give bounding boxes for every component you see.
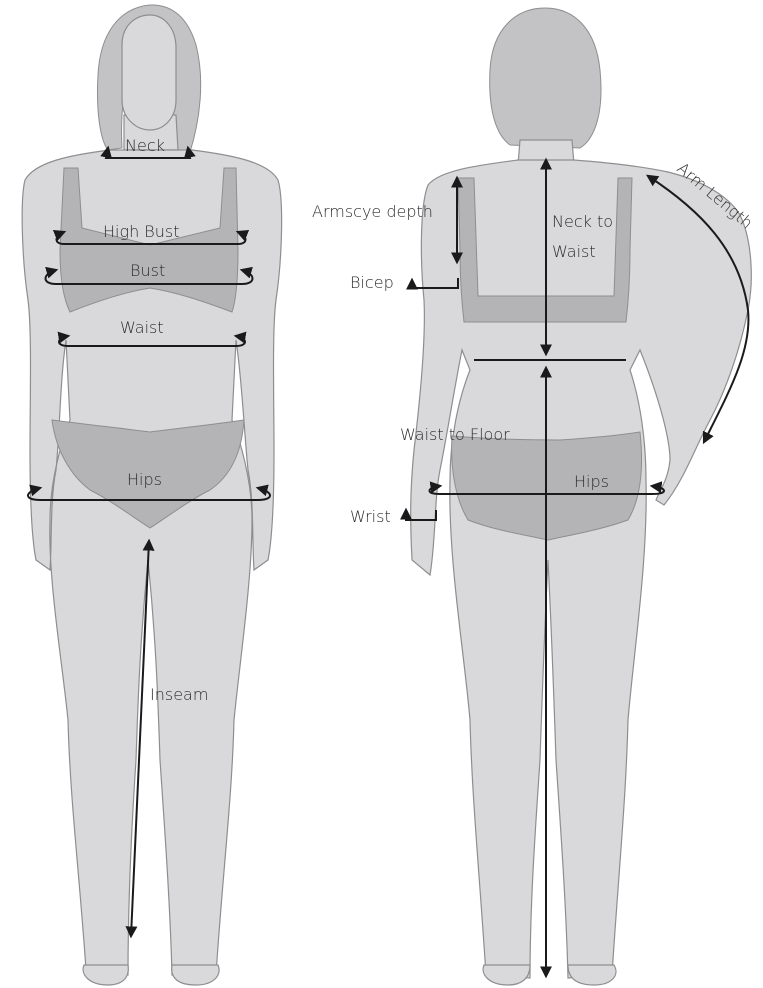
label-neck-to-waist-1: Neck to xyxy=(552,212,613,231)
front-left-foot xyxy=(83,965,128,985)
back-right-foot xyxy=(568,965,616,985)
front-right-foot xyxy=(172,965,219,985)
label-wrist: Wrist xyxy=(350,507,391,526)
label-hips-front: Hips xyxy=(127,470,162,489)
label-waist-to-floor: Waist to Floor xyxy=(400,425,510,444)
label-neck-to-waist-2: Waist xyxy=(552,242,596,261)
back-hair xyxy=(490,8,601,148)
label-high-bust: High Bust xyxy=(103,222,180,241)
label-neck: Neck xyxy=(125,136,165,155)
label-hips-back: Hips xyxy=(574,472,609,491)
label-bicep: Bicep xyxy=(350,273,394,292)
label-armscye-depth: Armscye depth xyxy=(312,202,433,221)
back-left-foot xyxy=(483,965,530,985)
label-inseam: Inseam xyxy=(150,685,208,704)
label-bust: Bust xyxy=(130,261,165,280)
label-waist: Waist xyxy=(120,318,164,337)
back-figure xyxy=(411,8,752,985)
front-face xyxy=(122,15,176,130)
